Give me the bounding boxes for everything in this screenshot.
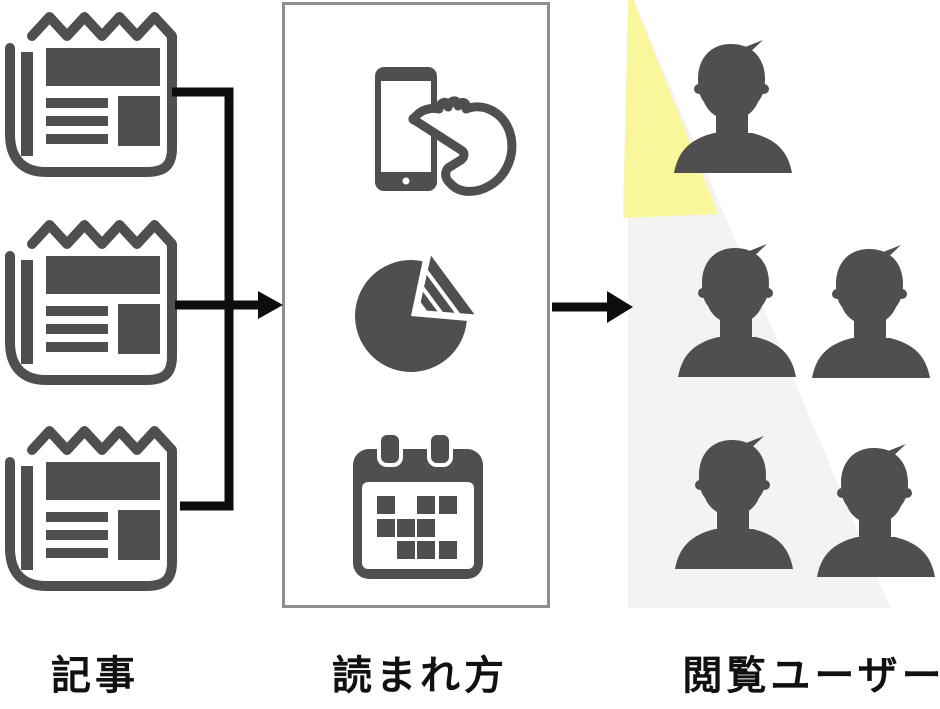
person-icon <box>674 243 800 377</box>
person-icon <box>813 443 939 577</box>
articles-label: 記事 <box>51 654 139 698</box>
newspaper-icon <box>2 214 182 390</box>
person-icon <box>808 244 934 378</box>
smartphone-tap-icon <box>360 50 520 210</box>
person-icon <box>671 435 797 569</box>
viewers-label: 閲覧ユーザー <box>682 654 940 698</box>
newspaper-icon <box>2 420 182 596</box>
person-icon-highlighted <box>670 39 796 173</box>
pie-chart-icon <box>350 251 482 383</box>
calendar-icon <box>352 432 484 580</box>
newspaper-icon <box>2 6 182 182</box>
reading-methods-label: 読まれ方 <box>332 654 508 698</box>
